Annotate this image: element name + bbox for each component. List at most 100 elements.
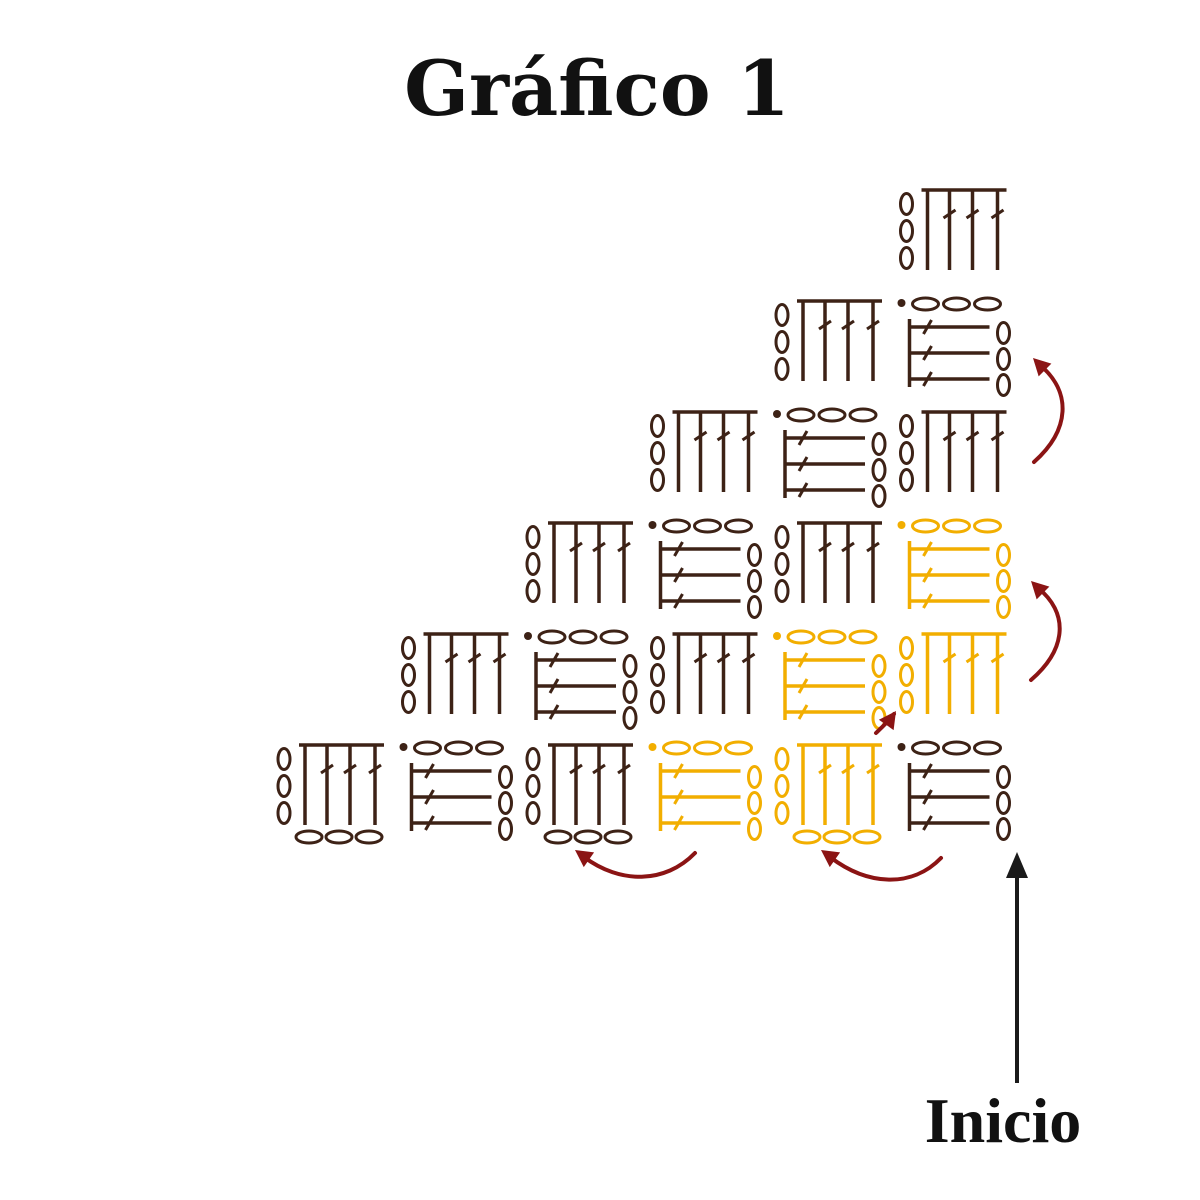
vertical-stitch-block	[650, 632, 758, 714]
chain-stitch-oval	[622, 680, 638, 704]
stitch-slash	[922, 541, 933, 557]
vertical-stitch-block	[899, 410, 1007, 492]
horizontal-stitch-block	[648, 518, 762, 619]
chain-stitch-oval	[276, 774, 292, 798]
stitch-slash	[617, 763, 631, 775]
stitch-slash	[673, 593, 684, 609]
start-label: Inicio	[925, 1085, 1081, 1156]
chain-stitch-oval	[276, 801, 292, 825]
chain-stitch-oval	[498, 817, 513, 841]
chain-stitch-oval	[973, 518, 1002, 534]
stitch-slash	[797, 430, 809, 446]
stitch-slash	[424, 789, 435, 805]
stitch-slash	[693, 652, 708, 664]
chain-stitch-oval	[996, 817, 1011, 841]
stitch-slash	[592, 541, 606, 553]
chain-stitch-oval	[899, 663, 914, 687]
chain-stitch-oval	[498, 791, 513, 815]
slip-stitch-dot	[773, 410, 781, 418]
chain-stitch-oval	[996, 321, 1011, 345]
stitch-slash	[797, 456, 809, 472]
chain-stitch-oval	[996, 373, 1011, 397]
chain-stitch-oval	[899, 441, 914, 465]
stitch-slash	[922, 371, 933, 387]
turn-arrow-row3-right	[1029, 581, 1062, 682]
chain-stitch-oval	[996, 347, 1011, 371]
chain-stitch-oval	[899, 219, 914, 243]
stitch-slash	[866, 319, 880, 331]
chain-stitch-oval	[774, 303, 790, 327]
chain-stitch-oval	[899, 468, 914, 492]
stitch-slash	[922, 567, 933, 583]
chain-stitch-oval	[871, 654, 887, 678]
slip-stitch-dot	[897, 743, 906, 751]
chain-stitch-oval	[911, 296, 940, 312]
horizontal-stitch-block	[524, 629, 638, 730]
stitch-slash	[741, 652, 756, 664]
slip-stitch-dot	[773, 632, 781, 640]
chain-stitch-oval	[911, 518, 940, 534]
arrow-head	[878, 711, 896, 731]
slip-stitch-dot	[648, 743, 657, 751]
stitch-slash	[818, 541, 832, 553]
chain-stitch-oval	[899, 414, 914, 438]
vertical-stitch-block	[774, 299, 882, 381]
stitch-slash	[990, 208, 1005, 220]
stitch-slash	[841, 763, 855, 775]
chain-stitch-oval	[871, 680, 887, 704]
stitch-slash	[569, 763, 583, 775]
chain-stitch-oval	[899, 246, 914, 270]
arrow-head	[1033, 358, 1052, 377]
chain-stitch-oval	[747, 817, 762, 841]
stitch-slash	[797, 652, 809, 668]
stitch-slash	[716, 652, 731, 664]
stitch-slash	[492, 652, 507, 664]
chain-stitch-oval	[525, 579, 541, 603]
vertical-stitch-block	[401, 632, 509, 714]
chain-stitch-oval	[774, 357, 790, 381]
stitch-slash	[569, 541, 583, 553]
horizontal-stitch-block	[897, 296, 1011, 397]
chain-stitch-oval	[747, 791, 762, 815]
chain-stitch-oval	[650, 414, 665, 438]
stitch-slash	[990, 652, 1005, 664]
chain-stitch-oval	[401, 690, 416, 714]
stitch-slash	[424, 763, 435, 779]
vertical-stitch-block	[525, 743, 633, 845]
vertical-stitch-block	[650, 410, 758, 492]
stitch-slash	[548, 704, 560, 720]
chain-stitch-oval	[401, 663, 416, 687]
chart-title: Gráfico 1	[404, 44, 790, 133]
chain-stitch-oval	[973, 296, 1002, 312]
stitch-slash	[693, 430, 708, 442]
chain-stitch-oval	[537, 629, 567, 645]
vertical-stitch-block	[899, 632, 1007, 714]
chain-stitch-oval	[774, 525, 790, 549]
horizontal-stitch-block	[773, 407, 887, 508]
stitch-slash	[818, 763, 832, 775]
chain-stitch-oval	[650, 468, 665, 492]
stitch-slash	[548, 678, 560, 694]
arrow-curve	[828, 855, 943, 882]
chain-stitch-oval	[817, 407, 847, 423]
chain-stitch-oval	[276, 747, 292, 771]
stitch-slash	[922, 593, 933, 609]
stitch-slash	[673, 763, 684, 779]
stitch-slash	[922, 789, 933, 805]
stitch-slash	[673, 567, 684, 583]
horizontal-stitch-block	[897, 740, 1011, 841]
chain-stitch-oval	[650, 441, 665, 465]
stitch-slash	[922, 815, 933, 831]
chain-stitch-oval	[996, 543, 1011, 567]
stitch-slash	[741, 430, 756, 442]
chain-stitch-oval	[747, 765, 762, 789]
horizontal-stitch-block	[897, 518, 1011, 619]
chain-stitch-oval	[525, 801, 541, 825]
stitch-slash	[716, 430, 731, 442]
stitch-slash	[942, 652, 957, 664]
stitch-slash	[617, 541, 631, 553]
chain-stitch-oval	[650, 663, 665, 687]
stitch-slash	[673, 541, 684, 557]
stitch-slash	[965, 652, 980, 664]
